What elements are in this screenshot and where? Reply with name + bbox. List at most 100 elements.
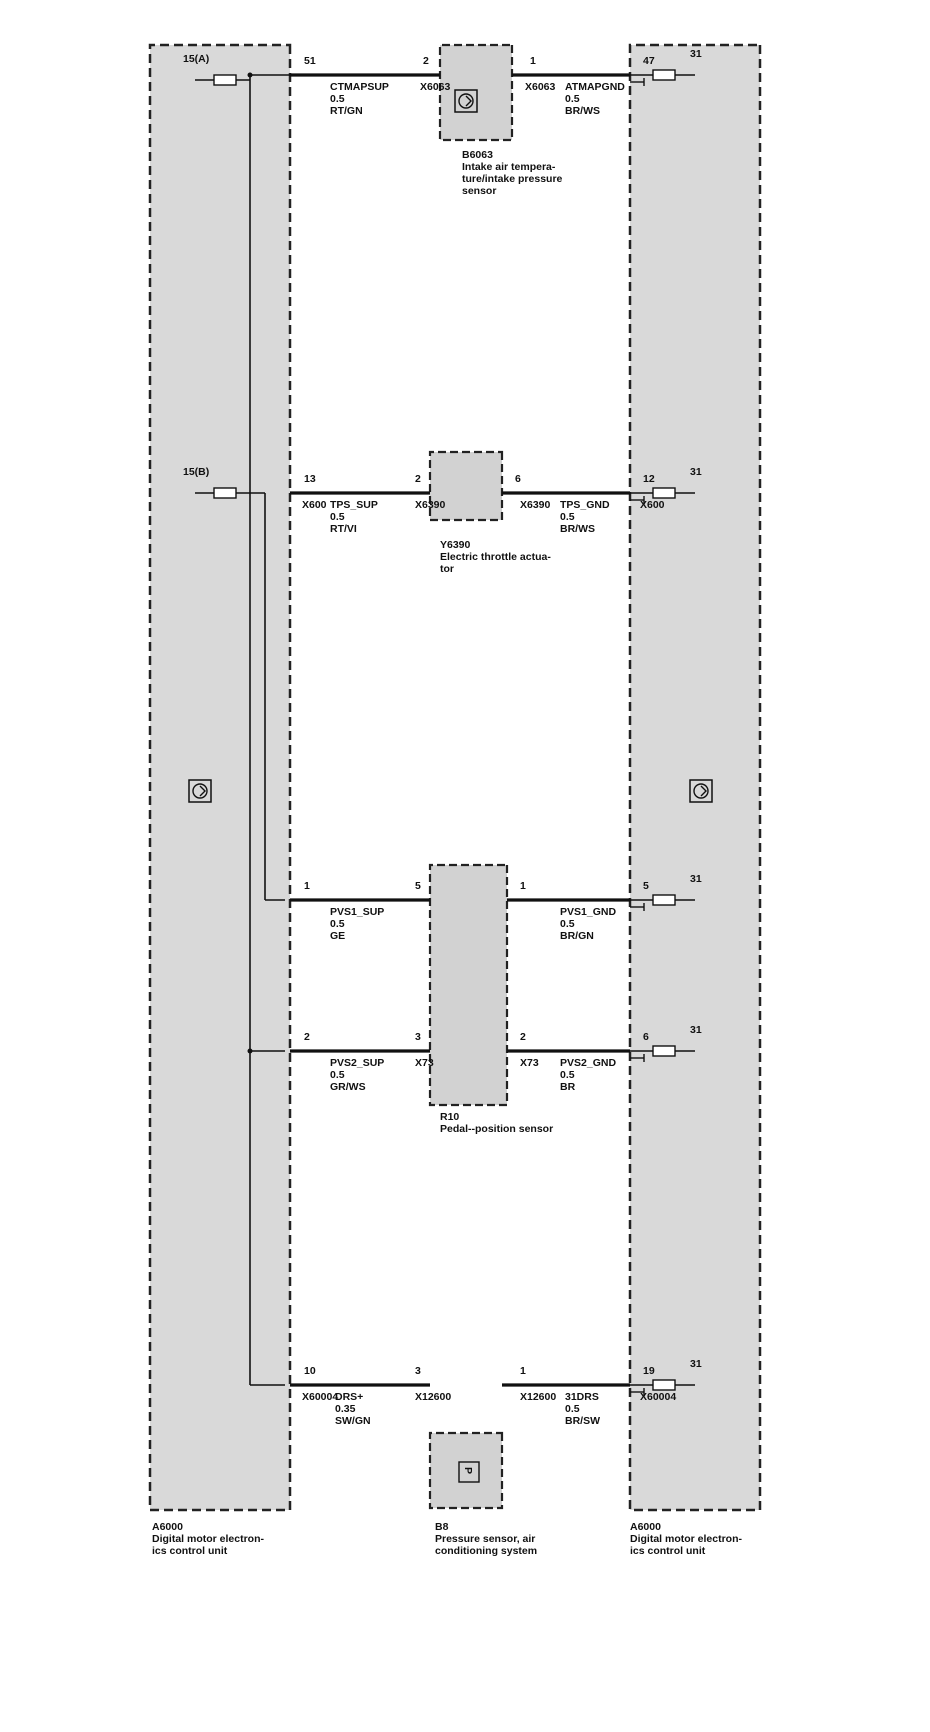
b8-name-line-1: Pressure sensor, air (435, 1533, 535, 1545)
size-pvs2-sup: 0.5 (330, 1069, 345, 1081)
y6390-name-line-1: Electric throttle actua- (440, 551, 551, 563)
signal-pvs1-sup: PVS1_SUP (330, 906, 384, 918)
b6063-lower-connector: X6063 (525, 81, 556, 93)
b6063-name-line-3: sensor (462, 185, 496, 197)
b8-name-line-2: conditioning system (435, 1545, 537, 1557)
b8-lower-pin: 1 (520, 1365, 526, 1377)
y6390-lower-pin: 6 (515, 473, 521, 485)
supply-label-15a: 15(A) (183, 53, 209, 65)
ecu-pin-12: 12 (643, 473, 655, 485)
fuse-15b-icon (195, 487, 265, 499)
ecu-pin-13: 13 (304, 473, 316, 485)
r10-id: R10 (440, 1111, 459, 1123)
b8-id: B8 (435, 1521, 449, 1533)
pressure-symbol-letter: P (462, 1467, 474, 1474)
ecu-connector-19: X60004 (640, 1391, 676, 1403)
ecu-pin-2: 2 (304, 1031, 310, 1043)
ground-label-3: 31 (690, 873, 702, 885)
b6063-upper-pin: 2 (423, 55, 429, 67)
ground-4-icon (630, 1045, 695, 1062)
r10-pin-2: 2 (520, 1031, 526, 1043)
ecu-top-symbol-icon (188, 779, 212, 803)
size-31drs: 0.5 (565, 1403, 580, 1415)
color-drs-plus: SW/GN (335, 1415, 371, 1427)
signal-pvs2-gnd: PVS2_GND (560, 1057, 616, 1069)
signal-31drs: 31DRS (565, 1391, 599, 1403)
ecu-bottom-symbol-icon (689, 779, 713, 803)
b6063-upper-connector: X6063 (420, 81, 451, 93)
pressure-icon: P (458, 1461, 480, 1483)
component-y6390-box (428, 450, 504, 522)
y6390-lower-connector: X6390 (520, 499, 551, 511)
size-pvs2-gnd: 0.5 (560, 1069, 575, 1081)
y6390-id: Y6390 (440, 539, 471, 551)
ecu-pin-6: 6 (643, 1031, 649, 1043)
size-drs-plus: 0.35 (335, 1403, 356, 1415)
signal-pvs2-sup: PVS2_SUP (330, 1057, 384, 1069)
ground-label-5: 31 (690, 1358, 702, 1370)
ground-label-2: 31 (690, 466, 702, 478)
r10-lower-connector: X73 (520, 1057, 539, 1069)
ground-5-icon (630, 1379, 695, 1396)
ecu-connector-10: X60004 (302, 1391, 338, 1403)
b6063-name-line-2: ture/intake pressure (462, 173, 563, 185)
ecu-top-name-line-1: Digital motor electron- (152, 1533, 265, 1545)
fuse-15a-icon (195, 74, 250, 86)
ground-1-icon (630, 69, 695, 86)
r10-pin-1: 1 (520, 880, 526, 892)
b6063-id: B6063 (462, 149, 493, 161)
ecu-bottom-box (628, 43, 762, 1512)
r10-pin-3: 3 (415, 1031, 421, 1043)
signal-ctmapsup: CTMAPSUP (330, 81, 389, 93)
b6063-name-line-1: Intake air tempera- (462, 161, 556, 173)
color-pvs2-gnd: BR (560, 1081, 576, 1093)
b8-lower-connector: X12600 (520, 1391, 556, 1403)
color-31drs: BR/SW (565, 1415, 600, 1427)
component-r10-box (428, 863, 509, 1107)
color-pvs2-sup: GR/WS (330, 1081, 366, 1093)
supply-label-15b: 15(B) (183, 466, 209, 478)
y6390-upper-pin: 2 (415, 473, 421, 485)
signal-drs-plus: DRS+ (335, 1391, 363, 1403)
ecu-connector-12: X600 (640, 499, 665, 511)
size-ctmapsup: 0.5 (330, 93, 345, 105)
ecu-bottom-id: A6000 (630, 1521, 661, 1533)
ecu-pin-47: 47 (643, 55, 655, 67)
signal-atmapgnd: ATMAPGND (565, 81, 625, 93)
sensor-icon (454, 89, 478, 113)
ecu-pin-5: 5 (643, 880, 649, 892)
ground-label-1: 31 (690, 48, 702, 60)
y6390-upper-connector: X6390 (415, 499, 446, 511)
r10-upper-connector: X73 (415, 1057, 434, 1069)
ecu-top-name-line-2: ics control unit (152, 1545, 228, 1557)
ecu-connector-13: X600 (302, 499, 327, 511)
ecu-pin-10: 10 (304, 1365, 316, 1377)
component-b8-box (428, 1431, 504, 1510)
signal-tps-sup: TPS_SUP (330, 499, 378, 511)
ecu-pin-51: 51 (304, 55, 316, 67)
ecu-top-box (148, 43, 292, 1512)
size-tps-gnd: 0.5 (560, 511, 575, 523)
color-tps-sup: RT/VI (330, 523, 357, 535)
size-pvs1-gnd: 0.5 (560, 918, 575, 930)
ground-label-4: 31 (690, 1024, 702, 1036)
ground-3-icon (630, 894, 695, 911)
ecu-bottom-name-line-2: ics control unit (630, 1545, 706, 1557)
ecu-pin-19: 19 (643, 1365, 655, 1377)
y6390-name-line-2: tor (440, 563, 454, 575)
ecu-pin-1: 1 (304, 880, 310, 892)
color-tps-gnd: BR/WS (560, 523, 595, 535)
r10-pin-5: 5 (415, 880, 421, 892)
signal-tps-gnd: TPS_GND (560, 499, 610, 511)
size-tps-sup: 0.5 (330, 511, 345, 523)
size-pvs1-sup: 0.5 (330, 918, 345, 930)
color-pvs1-gnd: BR/GN (560, 930, 594, 942)
r10-name-line-1: Pedal--position sensor (440, 1123, 553, 1135)
ground-2-icon (630, 487, 695, 504)
b8-upper-pin: 3 (415, 1365, 421, 1377)
size-atmapgnd: 0.5 (565, 93, 580, 105)
ecu-top-id: A6000 (152, 1521, 183, 1533)
b8-upper-connector: X12600 (415, 1391, 451, 1403)
